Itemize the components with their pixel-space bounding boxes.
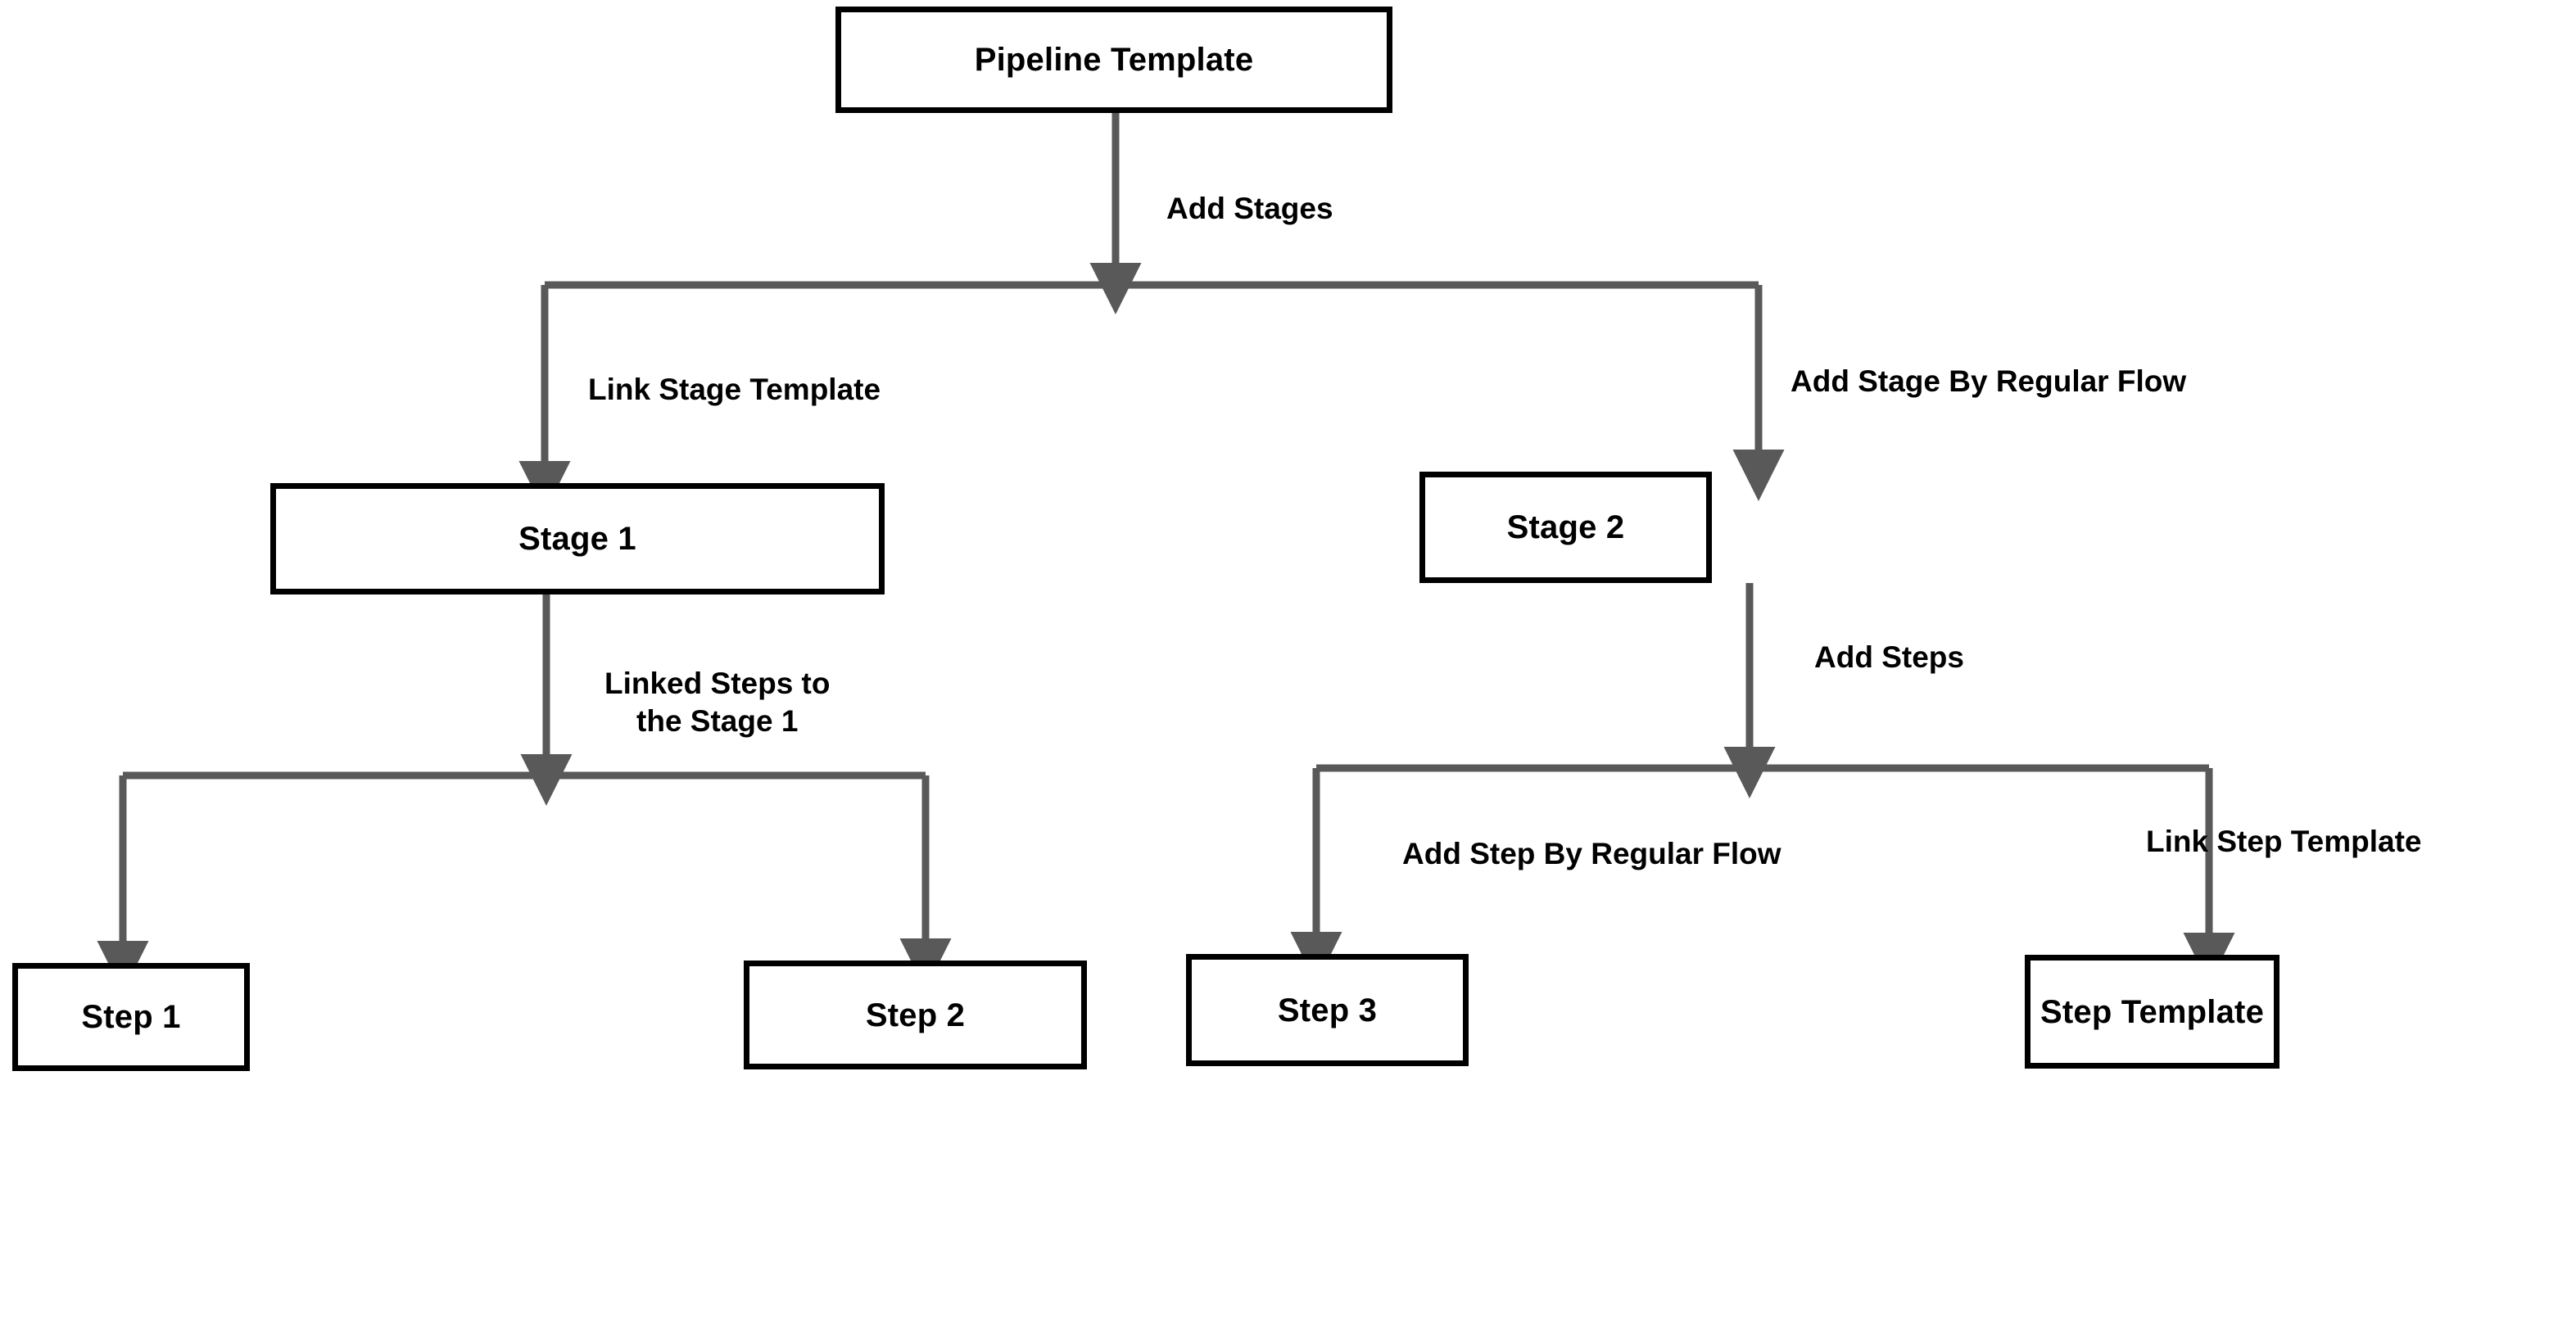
node-label-pipeline-template: Pipeline Template [974,42,1254,78]
edge-label-add-steps: Add Steps [1814,640,1964,674]
node-label-stage-2: Stage 2 [1506,509,1625,545]
node-step-2[interactable]: Step 2 [744,961,1087,1069]
edge-label-add-stage-by-regular-flow: Add Stage By Regular Flow [1791,364,2187,398]
node-label-stage-1: Stage 1 [518,521,636,557]
edge-label-linked-steps-to-stage-1: Linked Steps to the Stage 1 [604,667,831,739]
node-step-3[interactable]: Step 3 [1186,954,1469,1066]
edge-label-add-step-by-regular-flow: Add Step By Regular Flow [1402,837,1781,870]
node-step-1[interactable]: Step 1 [12,963,250,1071]
edge-label-link-step-template: Link Step Template [2146,825,2422,858]
node-label-step-3: Step 3 [1277,992,1378,1028]
node-pipeline-template[interactable]: Pipeline Template [835,7,1392,113]
node-stage-1[interactable]: Stage 1 [270,483,885,594]
node-step-template[interactable]: Step Template [2025,955,2279,1069]
node-label-step-2: Step 2 [865,997,966,1033]
node-label-step-template: Step Template [2040,993,2265,1030]
edge-label-add-stages: Add Stages [1166,192,1333,225]
edge-label-link-stage-template: Link Stage Template [588,373,881,406]
node-label-step-1: Step 1 [81,999,181,1035]
node-stage-2[interactable]: Stage 2 [1419,472,1712,583]
